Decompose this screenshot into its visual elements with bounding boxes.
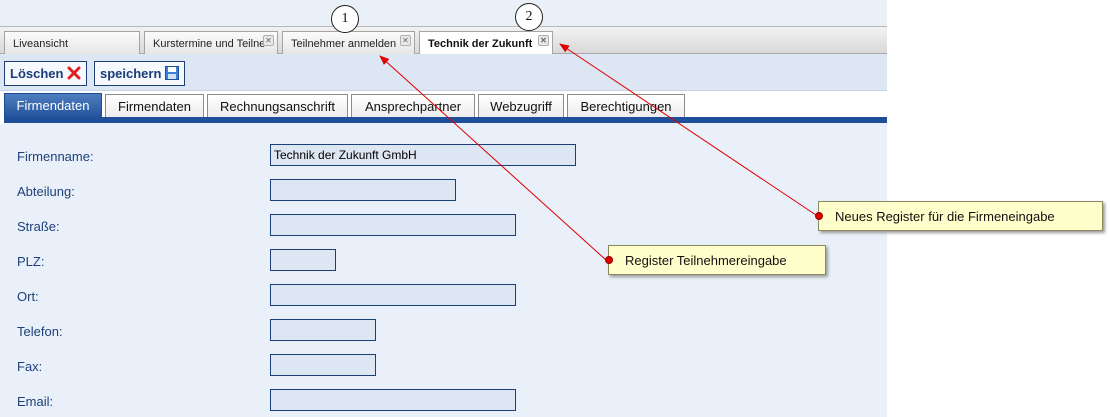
tab-firmendaten-active[interactable]: Firmendaten bbox=[4, 93, 102, 119]
tab-label: Kurstermine und Teilne bbox=[153, 38, 266, 50]
document-tab-strip: Liveansicht Kurstermine und Teilne ✕ Tei… bbox=[0, 26, 887, 55]
tab-firmendaten[interactable]: Firmendaten bbox=[105, 94, 204, 118]
marker-2: 2 bbox=[515, 3, 543, 31]
plz-label: PLZ: bbox=[17, 254, 45, 269]
close-icon[interactable]: ✕ bbox=[400, 35, 411, 46]
fax-input[interactable] bbox=[270, 354, 376, 376]
tab-rechnungsanschrift[interactable]: Rechnungsanschrift bbox=[207, 94, 348, 118]
tab-kurstermine[interactable]: Kurstermine und Teilne ✕ bbox=[144, 31, 278, 54]
telefon-input[interactable] bbox=[270, 319, 376, 341]
ort-label: Ort: bbox=[17, 289, 39, 304]
tab-label: Teilnehmer anmelden bbox=[291, 38, 397, 50]
toolbar: Löschen speichern bbox=[0, 54, 887, 91]
tab-label: Liveansicht bbox=[13, 38, 69, 50]
delete-button[interactable]: Löschen bbox=[4, 61, 88, 86]
plz-input[interactable] bbox=[270, 249, 336, 271]
close-icon[interactable]: ✕ bbox=[538, 35, 549, 46]
ort-input[interactable] bbox=[270, 284, 516, 306]
callout-dot bbox=[815, 212, 823, 220]
firmenname-input[interactable]: Technik der Zukunft GmbH bbox=[270, 144, 576, 166]
tab-webzugriff[interactable]: Webzugriff bbox=[478, 94, 564, 118]
callout-text: Neues Register für die Firmeneingabe bbox=[835, 209, 1055, 224]
strasse-label: Straße: bbox=[17, 219, 60, 234]
email-input[interactable] bbox=[270, 389, 516, 411]
strasse-input[interactable] bbox=[270, 214, 516, 236]
save-button[interactable]: speichern bbox=[94, 61, 186, 86]
tab-technik-der-zukunft[interactable]: Technik der Zukunft ✕ bbox=[419, 31, 553, 55]
fax-label: Fax: bbox=[17, 359, 43, 374]
save-icon bbox=[165, 66, 180, 80]
tab-ansprechpartner[interactable]: Ansprechpartner bbox=[351, 94, 475, 118]
callout-text: Register Teilnehmereingabe bbox=[625, 253, 787, 268]
telefon-label: Telefon: bbox=[17, 324, 63, 339]
callout-participant-register: Register Teilnehmereingabe bbox=[605, 245, 826, 275]
firmenname-label: Firmenname: bbox=[17, 149, 94, 164]
marker-1: 1 bbox=[331, 5, 359, 33]
callout-dot bbox=[605, 256, 613, 264]
abteilung-input[interactable] bbox=[270, 179, 456, 201]
abteilung-label: Abteilung: bbox=[17, 184, 75, 199]
tab-liveansicht[interactable]: Liveansicht bbox=[4, 31, 140, 54]
app-window: Liveansicht Kurstermine und Teilne ✕ Tei… bbox=[0, 0, 887, 417]
save-button-label: speichern bbox=[100, 66, 162, 81]
tab-label: Technik der Zukunft bbox=[428, 38, 533, 50]
tab-berechtigungen[interactable]: Berechtigungen bbox=[567, 94, 685, 118]
callout-new-register: Neues Register für die Firmeneingabe bbox=[815, 201, 1103, 231]
tab-teilnehmer-anmelden[interactable]: Teilnehmer anmelden ✕ bbox=[282, 31, 415, 54]
delete-button-label: Löschen bbox=[10, 66, 64, 81]
delete-icon bbox=[67, 66, 81, 80]
email-label: Email: bbox=[17, 394, 54, 409]
close-icon[interactable]: ✕ bbox=[263, 35, 274, 46]
